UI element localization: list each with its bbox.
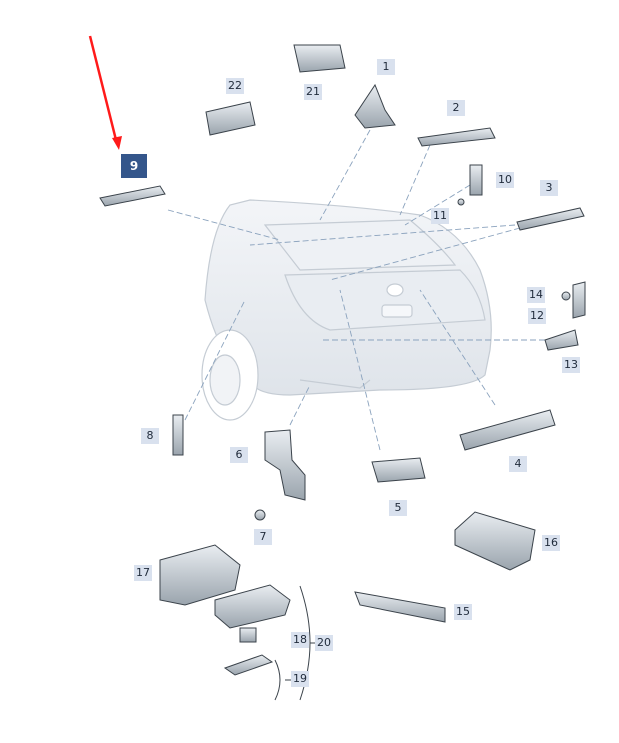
part-label-17[interactable]: 17 [134,565,152,581]
part-label-21[interactable]: 21 [304,84,322,100]
part-12-shape [572,281,586,319]
part-label-5[interactable]: 5 [389,500,407,516]
part-label-11[interactable]: 11 [431,208,449,224]
part-label-18[interactable]: 18 [291,632,309,648]
part-22-shape [205,101,256,136]
part-label-6[interactable]: 6 [230,447,248,463]
part-label-16[interactable]: 16 [542,535,560,551]
part-9-shape [99,185,166,207]
part-6-shape [264,429,306,501]
part-label-2[interactable]: 2 [447,100,465,116]
part-17-shape [159,544,241,606]
part-label-15[interactable]: 15 [454,604,472,620]
part-label-4[interactable]: 4 [509,456,527,472]
part-13-shape [544,329,579,351]
part-label-7[interactable]: 7 [254,529,272,545]
part-21-shape [293,44,346,73]
part-label-10[interactable]: 10 [496,172,514,188]
part-1-antenna [354,83,396,129]
part-7-shape [254,509,266,521]
part-label-3[interactable]: 3 [540,180,558,196]
part-5-shape [371,457,426,483]
part-label-20[interactable]: 20 [315,635,333,651]
part-label-8[interactable]: 8 [141,428,159,444]
part-label-19[interactable]: 19 [291,671,309,687]
part-19-shape [223,654,274,676]
part-2-shape [417,127,496,147]
pointer-arrow [88,35,122,150]
part-14-shape [561,291,571,301]
part-18-shape [239,627,257,643]
part-8-shape [172,414,184,456]
parts [99,44,586,676]
part-16-shape [454,511,536,571]
part-10-shape [469,164,483,196]
part-15-shape [354,591,446,623]
part-3-shape [516,207,585,231]
leader-lines [167,129,545,451]
part-label-9-highlighted[interactable]: 9 [121,154,147,178]
part-label-14[interactable]: 14 [527,287,545,303]
part-11-shape [457,198,465,206]
part-label-1[interactable]: 1 [377,59,395,75]
part-4-shape [459,409,556,451]
part-label-12[interactable]: 12 [528,308,546,324]
part-20-module [214,584,291,629]
part-label-22[interactable]: 22 [226,78,244,94]
part-label-13[interactable]: 13 [562,357,580,373]
car-rear-view [201,199,492,421]
